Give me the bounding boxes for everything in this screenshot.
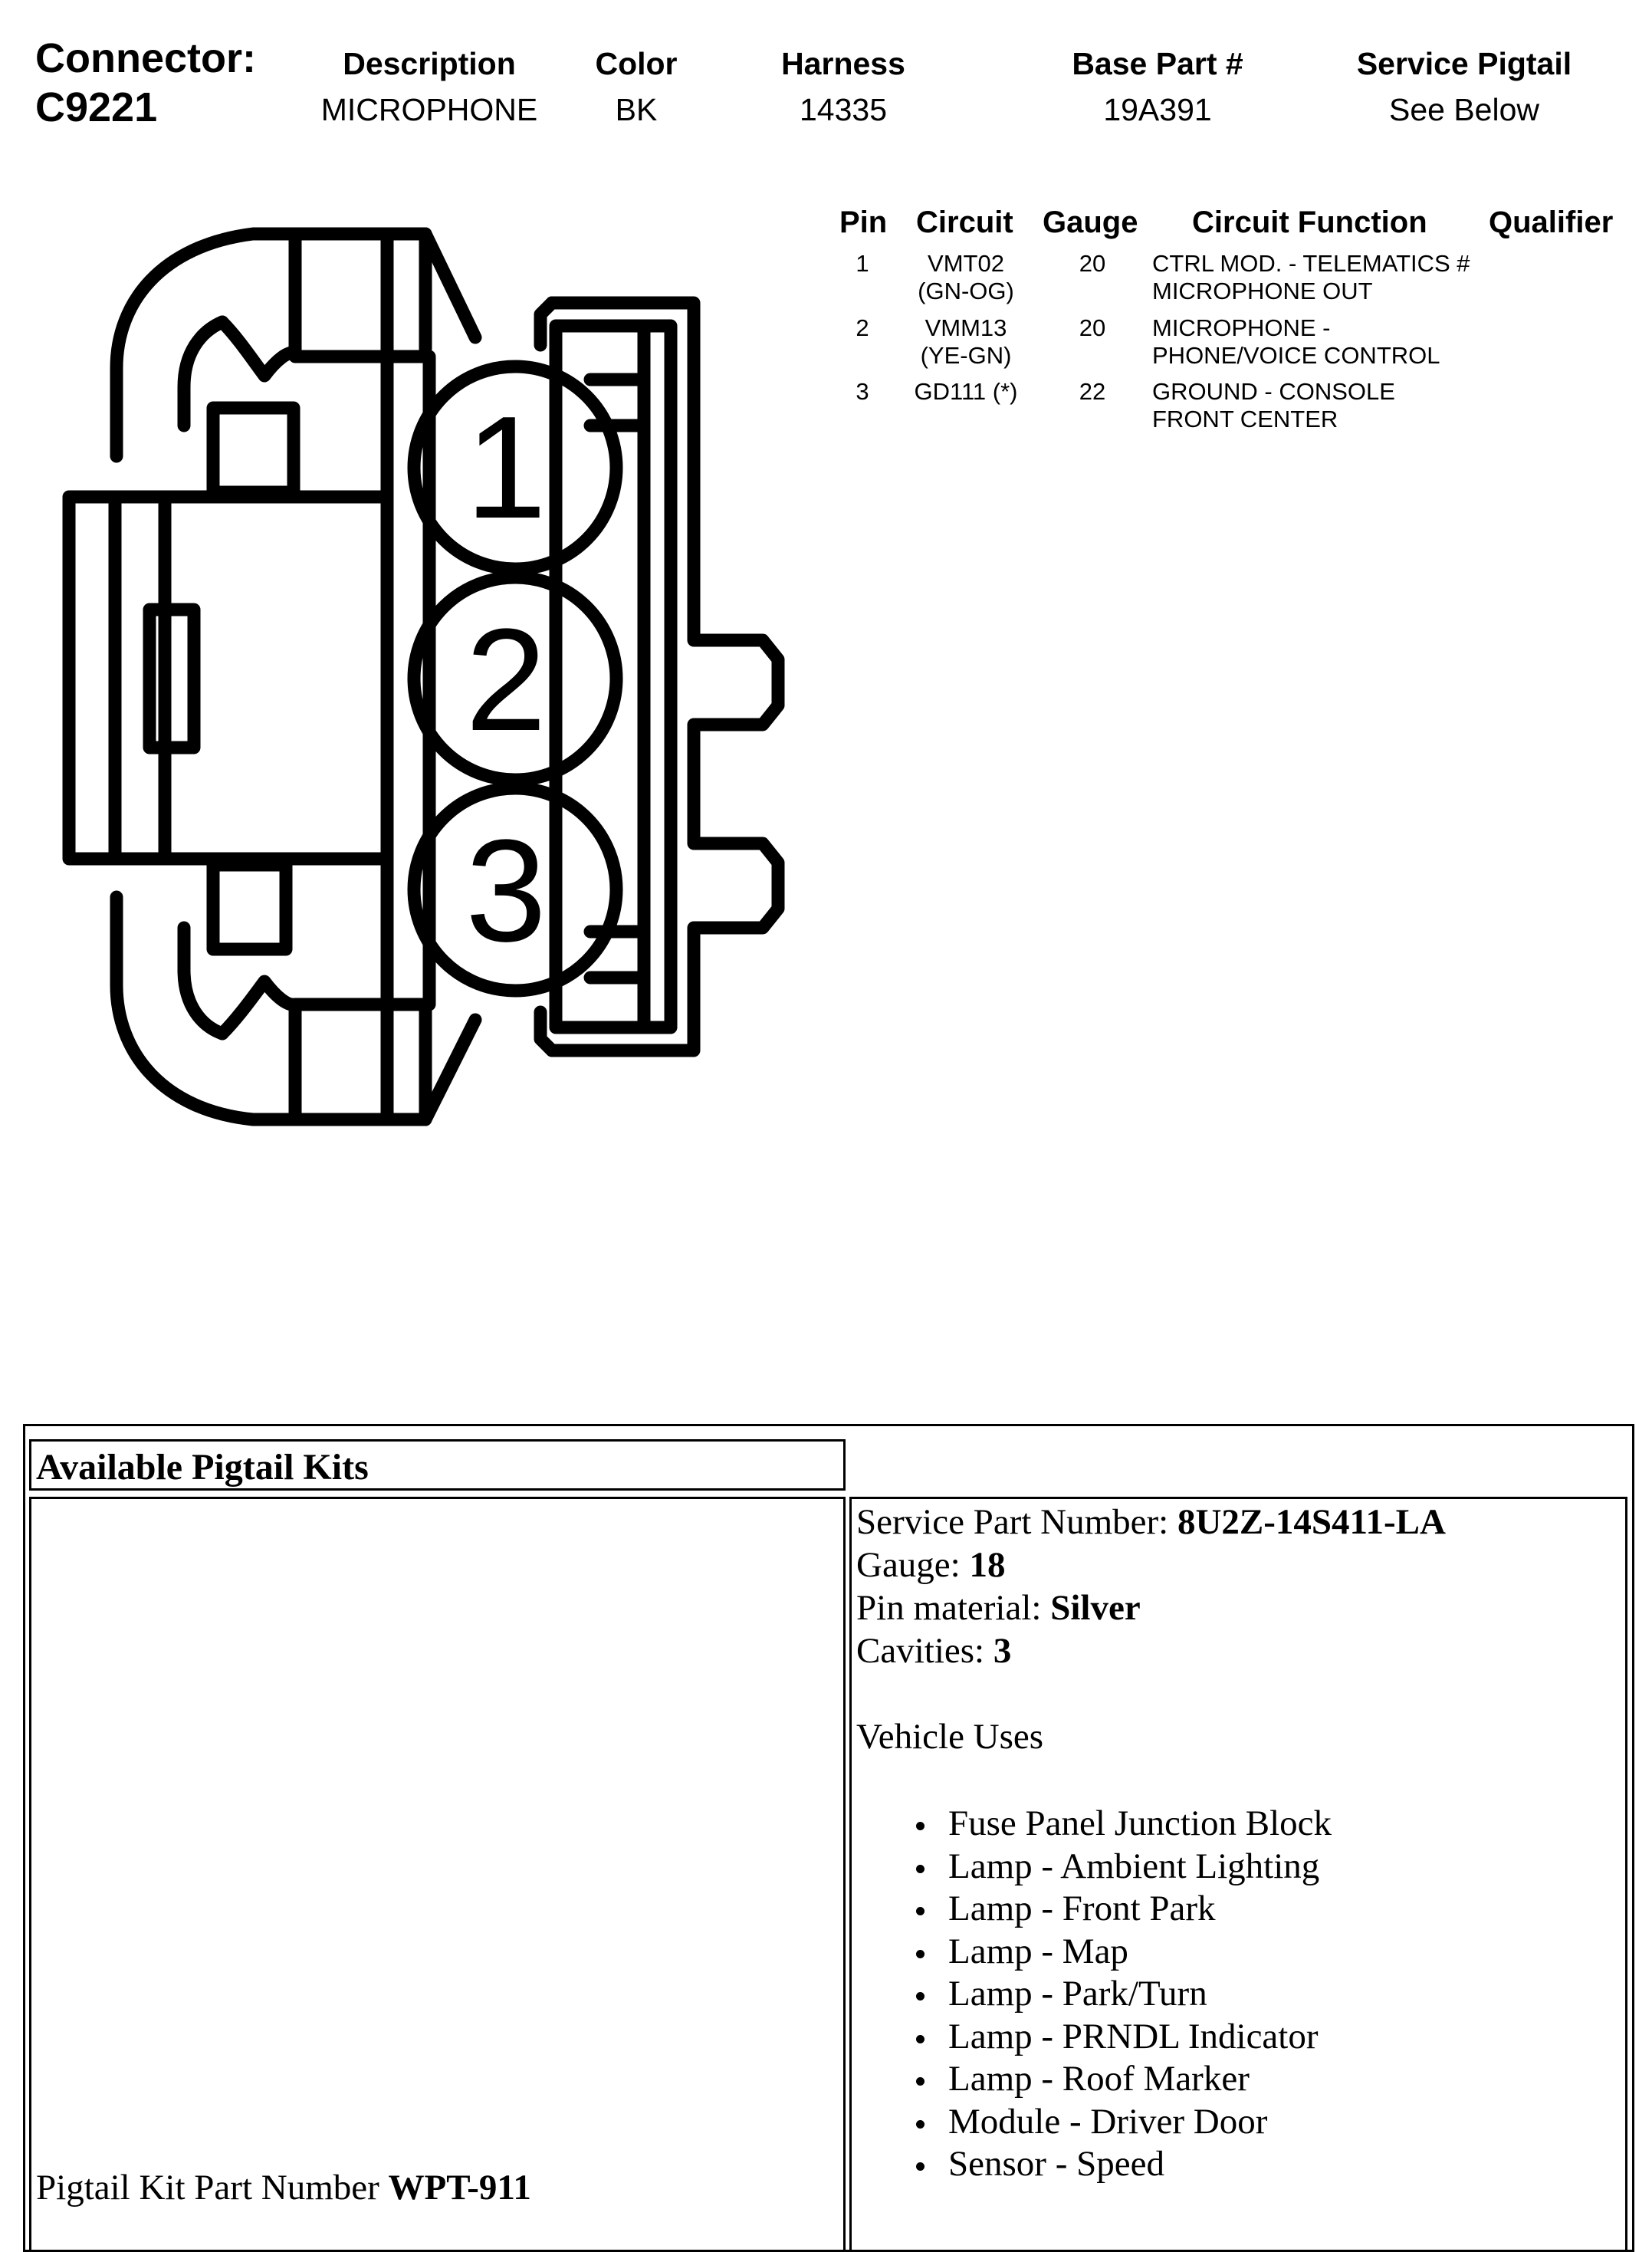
vehicle-use-item: Lamp - Ambient Lighting: [905, 1846, 1332, 1889]
pin-table-header-function: Circuit Function: [1192, 205, 1427, 239]
header-service-pigtail-label: Service Pigtail: [1356, 46, 1572, 81]
pin-row-1-circuit: VMT02: [928, 250, 1004, 277]
pigtail-section-title: Available Pigtail Kits: [36, 1447, 369, 1488]
pin-row-1-circuit-color: (GN-OG): [918, 278, 1014, 304]
connector-face-diagram: 1 2 3: [62, 227, 785, 1126]
pin-row-2-circuit: VMM13: [925, 314, 1007, 341]
pin-row-2-function-line1: MICROPHONE -: [1152, 314, 1331, 341]
hood-inner-bottom: [177, 921, 229, 1041]
pigtail-title-cell: Available Pigtail Kits: [29, 1439, 846, 1491]
vehicle-use-item: Lamp - Park/Turn: [905, 1973, 1332, 2016]
pin-material-label: Pin material:: [856, 1588, 1051, 1628]
pin-cavity-3: [407, 781, 623, 998]
pin-cavity-2: [407, 570, 623, 787]
connector-id: C9221: [35, 84, 158, 130]
pigtail-kit-label: Pigtail Kit Part Number: [36, 2168, 389, 2208]
pigtail-kit-line: Pigtail Kit Part Number WPT-911: [36, 2166, 531, 2209]
vehicle-use-item: Module - Driver Door: [905, 2101, 1332, 2144]
gauge-value: 18: [969, 1545, 1006, 1585]
pin-row-2-function-line2: PHONE/VOICE CONTROL: [1152, 342, 1440, 369]
pin-material-value: Silver: [1050, 1588, 1141, 1628]
hood-inner-top: [177, 315, 229, 432]
connector-label: Connector:: [35, 35, 256, 81]
pin-row-3-gauge: 22: [1079, 378, 1106, 405]
gauge-label: Gauge:: [856, 1545, 970, 1585]
gauge-line: Gauge: 18: [856, 1544, 1005, 1586]
cavities-label: Cavities:: [856, 1631, 993, 1671]
pigtail-details-cell: Service Part Number: 8U2Z-14S411-LA Gaug…: [849, 1497, 1627, 2252]
pin-number-1: 1: [465, 386, 547, 549]
pin-cavity-1: [407, 360, 623, 576]
service-part-value: 8U2Z-14S411-LA: [1177, 1502, 1446, 1542]
header-base-part-value: 19A391: [1103, 92, 1212, 127]
hood-outer-top: [110, 227, 432, 463]
header-harness-label: Harness: [781, 46, 905, 81]
vehicle-use-item: Lamp - Roof Marker: [905, 2058, 1332, 2101]
column-bottom: [288, 998, 394, 1126]
hood-outer-bottom: [110, 890, 432, 1126]
header-service-pigtail-value: See Below: [1388, 92, 1539, 127]
pin-row-2-circuit-color: (YE-GN): [920, 342, 1012, 369]
pigtail-image-cell: Pigtail Kit Part Number WPT-911: [29, 1497, 846, 2252]
pin-row-1-gauge: 20: [1079, 250, 1106, 277]
latch-wave-top: [215, 315, 302, 383]
pin-table-header-pin: Pin: [839, 205, 888, 239]
vehicle-use-item: Fuse Panel Junction Block: [905, 1803, 1332, 1846]
pin-row-1-function-line2: MICROPHONE OUT: [1152, 278, 1373, 304]
header-color-value: BK: [615, 92, 658, 127]
pin-row-3-function-line1: GROUND - CONSOLE: [1152, 378, 1395, 405]
pigtail-kit-number: WPT-911: [388, 2168, 531, 2208]
vehicle-uses-list: Fuse Panel Junction Block Lamp - Ambient…: [905, 1803, 1332, 2186]
vehicle-use-item: Sensor - Speed: [905, 2143, 1332, 2186]
vehicle-use-item: Lamp - Map: [905, 1931, 1332, 1974]
post-top: [206, 401, 301, 499]
header-color-label: Color: [595, 46, 678, 81]
service-part-label: Service Part Number:: [856, 1502, 1177, 1542]
pin-row-1-function-line1: CTRL MOD. - TELEMATICS #: [1152, 250, 1470, 277]
pin-row-1-pin: 1: [856, 250, 869, 277]
pin-row-2-pin: 2: [856, 314, 869, 341]
cavities-line: Cavities: 3: [856, 1629, 1011, 1672]
post-bottom: [206, 858, 293, 956]
pin-row-3-pin: 3: [856, 378, 869, 405]
latch-wave-bottom: [215, 975, 302, 1041]
pin-number-2: 2: [465, 599, 547, 761]
cavities-value: 3: [993, 1631, 1012, 1671]
vehicle-use-item: Lamp - PRNDL Indicator: [905, 2016, 1332, 2059]
vehicle-use-item: Lamp - Front Park: [905, 1888, 1332, 1931]
pin-row-3-function-line2: FRONT CENTER: [1152, 406, 1338, 432]
column-top: [288, 227, 394, 363]
face-block: [380, 350, 436, 1011]
header-harness-value: 14335: [799, 92, 887, 127]
lock-slot: [143, 603, 201, 755]
pin-material-line: Pin material: Silver: [856, 1586, 1141, 1629]
housing-right: [545, 296, 785, 1057]
pin-table-header-qualifier: Qualifier: [1489, 205, 1614, 239]
vehicle-uses-label: Vehicle Uses: [856, 1717, 1044, 1757]
header-description-value: MICROPHONE: [320, 92, 538, 127]
header-description-label: Description: [343, 46, 516, 81]
pin-row-3-circuit: GD111 (*): [914, 378, 1018, 405]
pin-number-3: 3: [465, 810, 547, 972]
service-part-line: Service Part Number: 8U2Z-14S411-LA: [856, 1501, 1446, 1544]
pin-row-2-gauge: 20: [1079, 314, 1106, 341]
rail-outer: [549, 319, 678, 1034]
pin-table-header-gauge: Gauge: [1043, 205, 1138, 239]
header-base-part-label: Base Part #: [1072, 46, 1243, 81]
pin-table-header-circuit: Circuit: [916, 205, 1013, 239]
